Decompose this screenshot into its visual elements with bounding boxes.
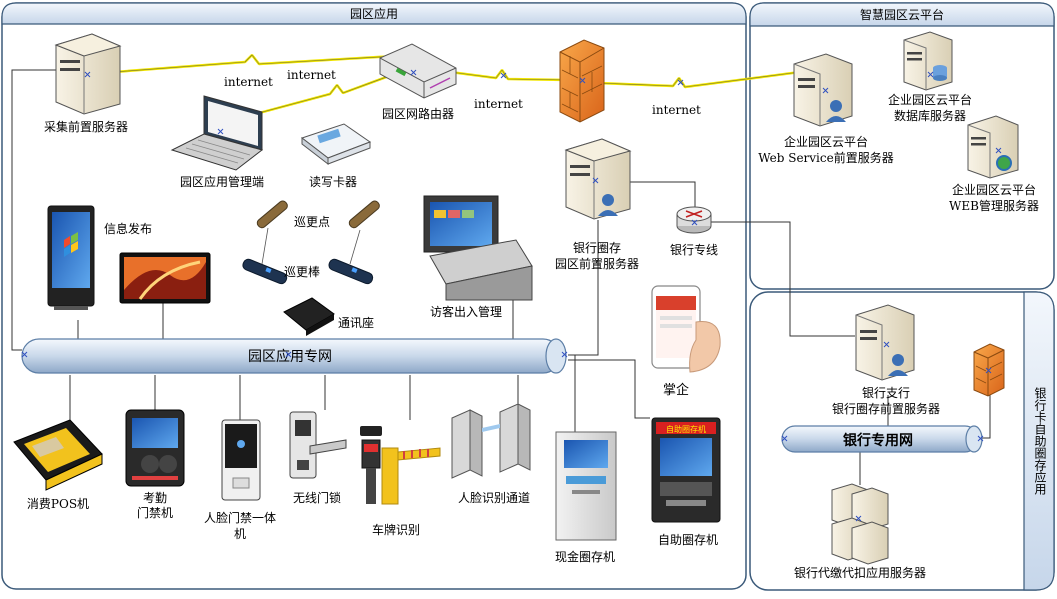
- attendance-icon: [125, 409, 185, 487]
- internet-label-1: internet: [224, 75, 273, 89]
- self-kiosk-icon: 自助圈存机: [651, 417, 721, 523]
- patrol-stick-label: 巡更棒: [284, 265, 320, 279]
- face-door-label-1: 人脸门禁一体: [204, 510, 276, 525]
- card-reader-icon: [300, 123, 372, 166]
- cloud-db-label-2: 数据库服务器: [894, 108, 966, 123]
- cloud-db-server-icon: [903, 31, 953, 91]
- cloud-ws-label-1: 企业园区云平台: [784, 134, 868, 149]
- face-channel-icon: [451, 403, 531, 479]
- collector-server-label: 采集前置服务器: [44, 119, 128, 134]
- bank-front-label-2: 园区前置服务器: [555, 256, 639, 271]
- plate-recognition-icon: [360, 426, 441, 505]
- mobile-phone-icon: [651, 285, 721, 373]
- panel-park-title: 园区应用: [350, 6, 398, 21]
- face-door-icon: [221, 419, 261, 501]
- cash-kiosk-label: 现金圈存机: [555, 549, 615, 564]
- self-kiosk-label: 自助圈存机: [658, 533, 718, 547]
- laptop-label: 园区应用管理端: [180, 174, 264, 189]
- patrol-stick-icon: [242, 258, 374, 285]
- bank-network-pipe: 银行专用网: [781, 425, 983, 453]
- comm-seat-icon: [283, 297, 335, 336]
- connection-lines: [11, 69, 991, 485]
- bank-network-label: 银行专用网: [843, 432, 913, 449]
- internet-label-4: internet: [652, 103, 701, 117]
- connection-markers: [21, 69, 1002, 522]
- bank-branch-label-1: 银行支行: [862, 386, 910, 400]
- bank-front-server-icon: [564, 138, 632, 220]
- internet-links: [87, 54, 801, 126]
- cloud-web-server-icon: [967, 115, 1019, 179]
- panel-cloud: 智慧园区云平台: [749, 2, 1055, 290]
- park-network-pipe: 园区应用专网: [21, 338, 567, 374]
- visitor-terminal-icon: [423, 195, 533, 301]
- patrol-point-label: 巡更点: [294, 215, 330, 229]
- pos-label: 消费POS机: [27, 497, 89, 511]
- internet-label-3: internet: [474, 97, 523, 111]
- panel-bank: 银行卡自助圈存应用: [749, 291, 1055, 591]
- internet-label-2: internet: [287, 68, 336, 82]
- wireless-lock-icon: [289, 411, 347, 479]
- bank-front-label-1: 银行圈存: [573, 241, 621, 255]
- wireless-lock-label: 无线门锁: [293, 490, 341, 505]
- cloud-ws-server-icon: [793, 53, 853, 127]
- bank-proxy-label: 银行代缴代扣应用服务器: [794, 565, 926, 580]
- bank-branch-label-2: 银行圈存前置服务器: [832, 401, 940, 416]
- park-router-label: 园区网路由器: [382, 106, 454, 121]
- info-release-label: 信息发布: [104, 221, 152, 236]
- pos-machine-icon: [13, 419, 103, 491]
- bank-line-label: 银行专线: [670, 242, 718, 257]
- bank-line-router-icon: [676, 206, 712, 234]
- plate-recognition-label: 车牌识别: [372, 522, 420, 537]
- bank-proxy-server-icon: [831, 483, 889, 565]
- info-kiosk-icon: [47, 205, 95, 310]
- self-kiosk-sign-text: 自助圈存机: [666, 424, 706, 434]
- cash-kiosk-icon: [555, 431, 617, 541]
- park-router-icon: [379, 43, 457, 99]
- cloud-ws-label-2: Web Service前置服务器: [758, 150, 893, 165]
- face-door-label-2: 机: [234, 527, 246, 541]
- laptop-icon: [170, 95, 264, 171]
- patrol-point-icon: [256, 200, 380, 229]
- comm-seat-label: 通讯座: [338, 315, 374, 330]
- attendance-label-2: 门禁机: [137, 505, 173, 520]
- panel-park: 园区应用: [1, 2, 747, 590]
- visitor-label: 访客出入管理: [430, 304, 502, 319]
- cloud-web-label-2: WEB管理服务器: [949, 198, 1039, 213]
- panel-bank-title: 银行卡自助圈存应用: [1033, 387, 1047, 496]
- info-screen-icon: [119, 252, 211, 304]
- cloud-web-label-1: 企业园区云平台: [952, 182, 1036, 197]
- card-reader-label: 读写卡器: [309, 175, 357, 189]
- mobile-label: 掌企: [663, 382, 689, 398]
- panel-cloud-title: 智慧园区云平台: [860, 7, 944, 22]
- cloud-db-label-1: 企业园区云平台: [888, 92, 972, 107]
- face-channel-label: 人脸识别通道: [458, 491, 530, 505]
- attendance-label-1: 考勤: [143, 491, 167, 505]
- patrol-links: [261, 227, 361, 265]
